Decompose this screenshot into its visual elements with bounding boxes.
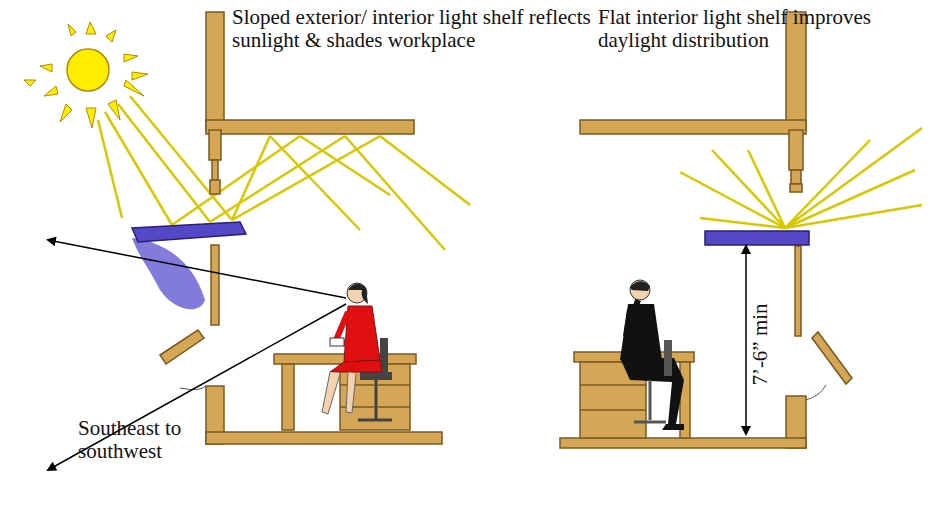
sloped-light-shelf [132,222,246,242]
view-arrow [48,304,346,470]
desk [274,354,416,430]
woman-figure [322,283,392,420]
dimension-label: 7’-6” min [748,300,771,388]
reflected-rays [680,128,922,228]
sun-rays [98,96,470,250]
caption-note: Sloped exterior/ interior light shelf re… [232,6,604,52]
shelf-shadow [132,238,205,309]
sun [24,22,148,128]
flat-light-shelf [705,231,809,245]
man-figure [620,280,684,430]
dimension-line [745,252,747,434]
orientation-note: Southeast to southwest [78,417,190,463]
right-building [560,12,852,448]
caption-note: Flat interior light shelf improves dayli… [598,6,918,52]
desk [574,352,694,438]
view-arrow [48,240,346,298]
